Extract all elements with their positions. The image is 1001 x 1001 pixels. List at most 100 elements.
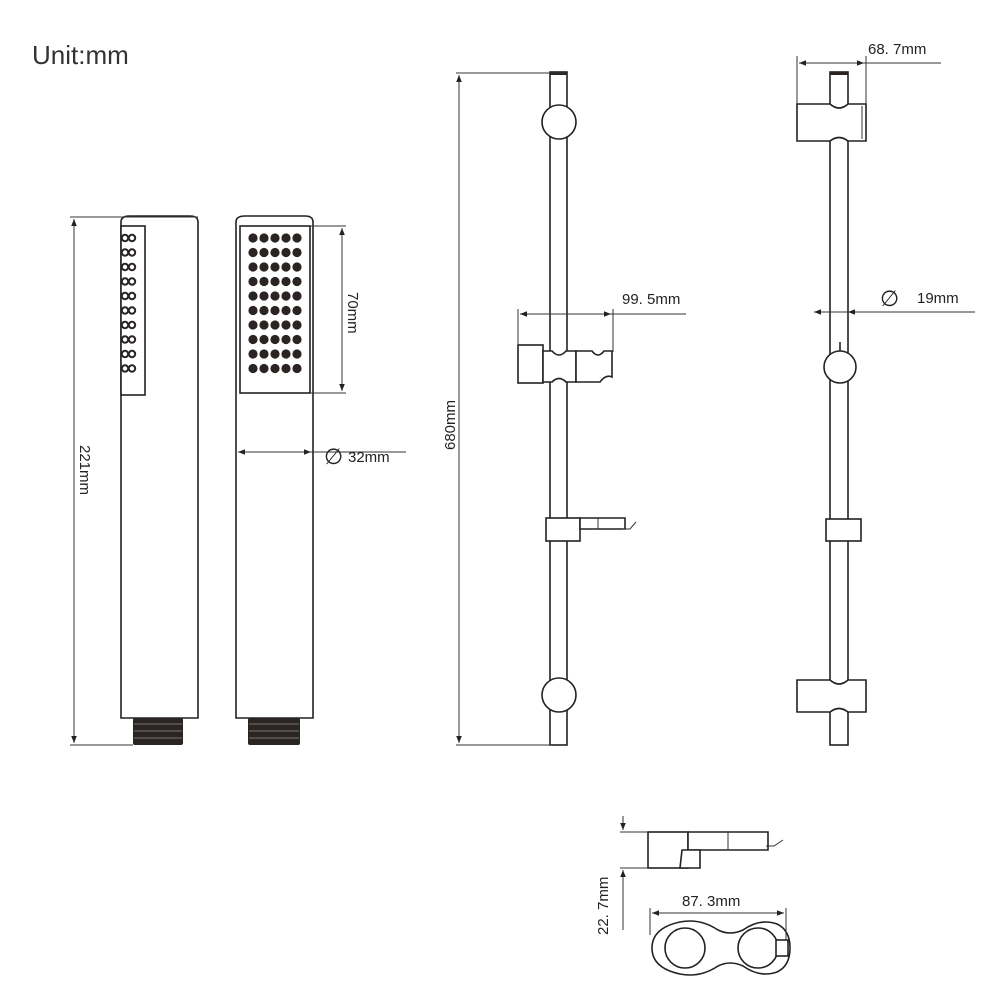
spray-nozzle bbox=[127, 233, 137, 243]
handshower-diameter-label: 32mm bbox=[348, 449, 390, 466]
soap-holder-height-dimension: 22. 7mm bbox=[595, 816, 648, 935]
slide-rail-side-view bbox=[796, 71, 867, 746]
spray-nozzle bbox=[292, 233, 302, 243]
spray-nozzle bbox=[248, 320, 258, 330]
unit-label: Unit:mm bbox=[32, 40, 129, 70]
spray-nozzle bbox=[270, 247, 280, 258]
spray-nozzle bbox=[127, 262, 137, 272]
spray-face-height-label: 70mm bbox=[344, 292, 361, 334]
spray-nozzle bbox=[259, 320, 269, 330]
spray-nozzle bbox=[127, 364, 137, 373]
rail-diameter-label: 19mm bbox=[917, 290, 959, 307]
bracket-depth-label: 68. 7mm bbox=[868, 41, 926, 58]
spray-nozzle bbox=[248, 305, 258, 316]
holder-width-dimension: 99. 5mm bbox=[517, 291, 686, 352]
spray-nozzle bbox=[259, 291, 269, 301]
spray-nozzle bbox=[248, 262, 258, 272]
spray-nozzle bbox=[281, 363, 291, 374]
spray-nozzle bbox=[120, 364, 130, 373]
spray-nozzle bbox=[259, 305, 269, 316]
spray-nozzle bbox=[270, 291, 280, 301]
spray-nozzle bbox=[127, 306, 137, 315]
diameter-symbol: ∅ bbox=[324, 444, 343, 469]
spray-nozzle bbox=[259, 262, 269, 272]
spray-face-height-dimension: 70mm bbox=[310, 225, 361, 394]
spray-nozzle bbox=[270, 320, 280, 330]
spray-nozzle bbox=[281, 247, 291, 258]
spray-nozzle bbox=[120, 248, 130, 257]
soap-holder-height-label: 22. 7mm bbox=[595, 877, 612, 935]
spray-nozzle bbox=[120, 335, 130, 344]
spray-nozzle bbox=[270, 363, 280, 374]
handshower-front-view bbox=[235, 215, 314, 745]
handshower-holder bbox=[517, 344, 613, 384]
spray-nozzle bbox=[259, 276, 269, 287]
handshower-length-dimension: 221mm bbox=[70, 216, 198, 746]
spray-nozzle bbox=[281, 291, 291, 301]
rail-diameter-symbol: ∅ bbox=[880, 286, 899, 311]
spray-nozzle bbox=[270, 305, 280, 316]
spray-nozzle bbox=[248, 291, 258, 301]
spray-nozzle bbox=[292, 320, 302, 330]
spray-nozzle bbox=[281, 276, 291, 287]
rail-diameter-dimension: ∅ 19mm bbox=[814, 286, 975, 315]
spray-nozzle bbox=[292, 276, 302, 287]
side-spray-nozzles bbox=[120, 233, 137, 373]
handshower-diameter-dimension: ∅ 32mm bbox=[238, 444, 406, 469]
spray-nozzle bbox=[127, 320, 137, 330]
spray-nozzle bbox=[292, 334, 302, 345]
spray-nozzle bbox=[248, 276, 258, 287]
spray-nozzle bbox=[292, 305, 302, 316]
spray-nozzle bbox=[127, 291, 137, 301]
spray-nozzle bbox=[259, 363, 269, 374]
spray-nozzle bbox=[281, 305, 291, 316]
spray-nozzle bbox=[270, 233, 280, 243]
spray-nozzle bbox=[127, 349, 137, 359]
soap-holder-side-detail bbox=[647, 831, 784, 869]
spray-nozzle bbox=[248, 363, 258, 374]
spray-nozzle bbox=[120, 291, 130, 301]
rail-length-dimension: 680mm bbox=[442, 72, 568, 746]
spray-nozzle bbox=[281, 262, 291, 272]
spray-nozzle bbox=[281, 349, 291, 359]
spray-nozzle bbox=[292, 262, 302, 272]
spray-nozzle bbox=[259, 349, 269, 359]
spray-nozzle bbox=[120, 233, 130, 243]
spray-nozzle bbox=[120, 306, 130, 315]
soap-holder-width-dimension: 87. 3mm bbox=[649, 893, 787, 940]
spray-nozzle bbox=[248, 334, 258, 345]
spray-nozzle bbox=[281, 320, 291, 330]
spray-nozzle bbox=[292, 291, 302, 301]
spray-nozzle bbox=[259, 334, 269, 345]
slide-rail-front-view bbox=[517, 71, 637, 746]
rail-length-label: 680mm bbox=[442, 400, 459, 450]
spray-nozzle bbox=[292, 363, 302, 374]
spray-nozzle bbox=[281, 233, 291, 243]
spray-nozzle bbox=[270, 334, 280, 345]
handshower-side-view bbox=[120, 215, 199, 745]
spray-nozzle bbox=[270, 276, 280, 287]
spray-nozzle bbox=[270, 349, 280, 359]
spray-nozzle bbox=[120, 349, 130, 359]
handshower-length-label: 221mm bbox=[76, 445, 93, 495]
spray-nozzle bbox=[292, 247, 302, 258]
front-spray-nozzles bbox=[248, 233, 302, 374]
spray-nozzle bbox=[259, 247, 269, 258]
bracket-depth-dimension: 68. 7mm bbox=[796, 41, 941, 104]
spray-nozzle bbox=[127, 335, 137, 344]
soap-holder-width-label: 87. 3mm bbox=[682, 893, 740, 910]
spray-nozzle bbox=[259, 233, 269, 243]
holder-width-label: 99. 5mm bbox=[622, 291, 680, 308]
soap-holder-slider bbox=[545, 517, 637, 542]
spray-nozzle bbox=[292, 349, 302, 359]
spray-nozzle bbox=[248, 349, 258, 359]
spray-nozzle bbox=[120, 262, 130, 272]
spray-nozzle bbox=[248, 247, 258, 258]
soap-holder-top-detail bbox=[651, 920, 791, 976]
spray-nozzle bbox=[120, 277, 130, 286]
spray-nozzle bbox=[248, 233, 258, 243]
spray-nozzle bbox=[281, 334, 291, 345]
spray-nozzle bbox=[120, 320, 130, 330]
spray-nozzle bbox=[127, 248, 137, 257]
